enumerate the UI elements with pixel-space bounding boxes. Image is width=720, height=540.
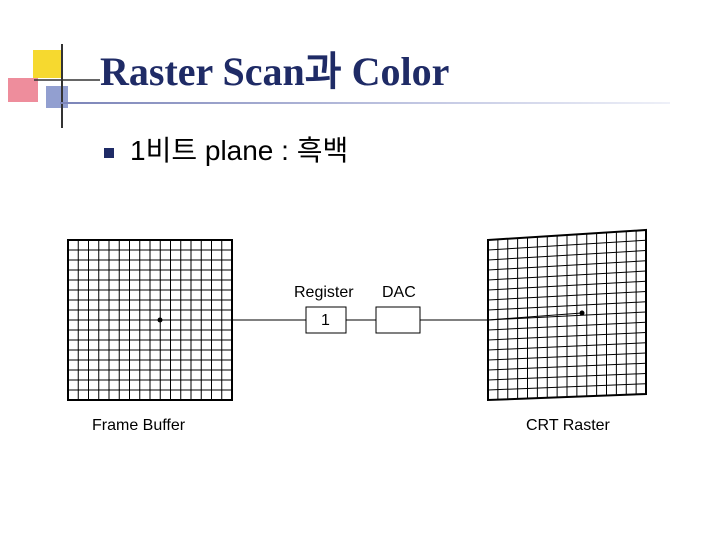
register-label: Register bbox=[294, 284, 354, 301]
slide-title: Raster Scan과 Color bbox=[100, 49, 450, 94]
dac-box bbox=[375, 306, 421, 334]
title-underline bbox=[60, 102, 670, 104]
bullet-text: 1비트 plane : 흑백 bbox=[130, 135, 349, 166]
register-value: 1 bbox=[321, 312, 330, 329]
crt-beam-line bbox=[487, 312, 583, 321]
frame-buffer-label: Frame Buffer bbox=[92, 417, 186, 434]
dac-label: DAC bbox=[382, 284, 416, 301]
crt-pixel-dot bbox=[579, 310, 585, 316]
register-box bbox=[305, 306, 347, 334]
bullet-marker bbox=[104, 148, 114, 158]
crt-raster-label: CRT Raster bbox=[526, 417, 610, 434]
template-logo bbox=[8, 44, 100, 128]
crt-raster-grid bbox=[487, 228, 647, 402]
